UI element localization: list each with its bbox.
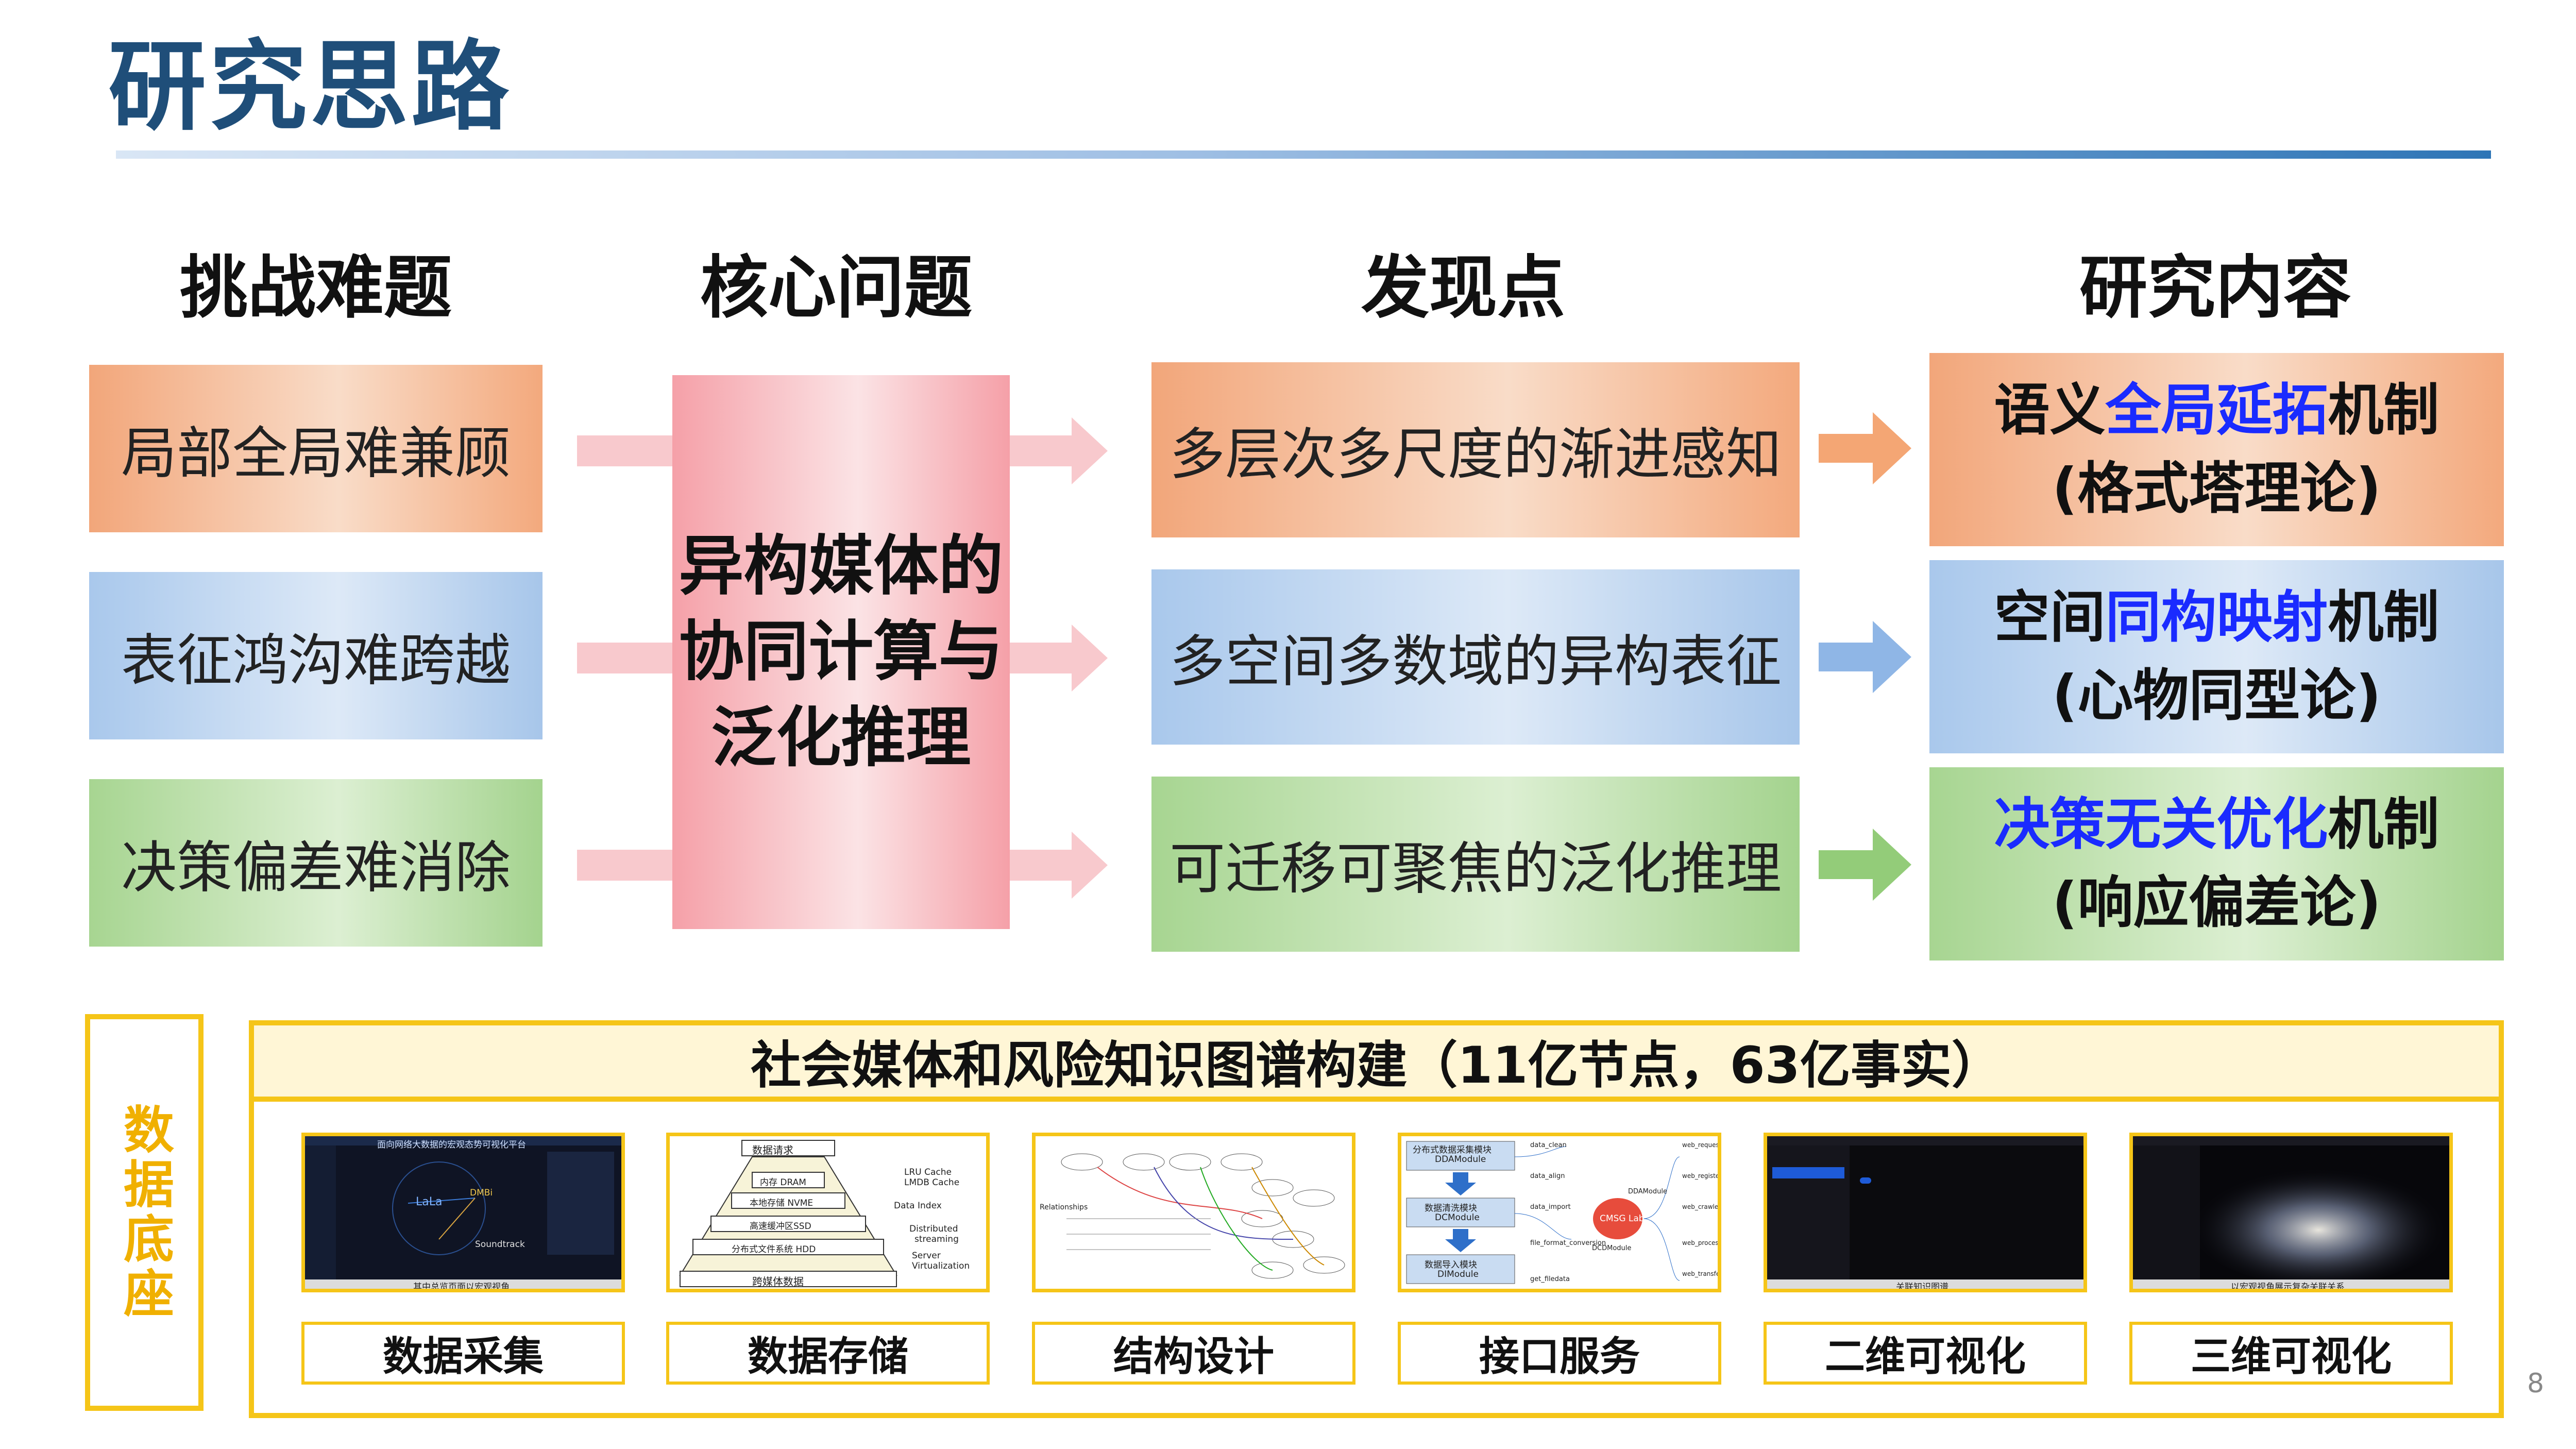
finding-box-1: 多层次多尺度的渐进感知 [1151, 362, 1800, 537]
core-line: 泛化推理 [711, 699, 971, 776]
research-main: 决策无关优化机制 [1994, 793, 2439, 857]
core-line: 协同计算与 [679, 614, 1004, 690]
caption-interface-service: 接口服务 [1398, 1322, 1721, 1385]
research-box-3: 决策无关优化机制 (响应偏差论) [1929, 767, 2504, 961]
thumb-label: Relationships [1040, 1203, 1088, 1211]
thumb-top: 数据请求 [752, 1144, 793, 1156]
thumb-layer: 高速缓冲区SSD [750, 1221, 811, 1232]
thumb-bottom: 跨媒体数据 [752, 1275, 804, 1288]
thumb-side: Distributed [909, 1224, 958, 1234]
research-theory: (格式塔理论) [2052, 456, 2381, 521]
thumb-layer: 本地存储 NVME [750, 1198, 814, 1208]
challenge-text: 决策偏差难消除 [121, 835, 511, 900]
thumb-io: data_clean [1530, 1141, 1567, 1149]
core-line: 异构媒体的 [679, 528, 1004, 604]
caption-data-collection: 数据采集 [301, 1322, 625, 1385]
thumb-io: DCDModule [1592, 1244, 1632, 1252]
thumb-module: 数据清洗模块 [1425, 1203, 1477, 1214]
thumb-node: DMBi [470, 1188, 493, 1198]
research-box-2: 空间同构映射机制 (心物同型论) [1929, 560, 2504, 753]
thumb-module: 分布式数据采集模块 [1413, 1145, 1492, 1155]
data-base-label: 数据底座 [115, 1103, 174, 1322]
heading-challenges: 挑战难题 [180, 248, 452, 328]
thumb-io: DDAModule [1628, 1188, 1667, 1195]
thumb-layer: 分布式文件系统 HDD [732, 1244, 816, 1255]
thumb-side: Virtualization [912, 1261, 970, 1271]
knowledge-graph-title: 社会媒体和风险知识图谱构建（11亿节点，63亿事实） [254, 1025, 2499, 1102]
research-box-1: 语义全局延拓机制 (格式塔理论) [1929, 353, 2504, 546]
challenge-box-3: 决策偏差难消除 [89, 779, 543, 947]
knowledge-graph-frame [249, 1020, 2504, 1418]
thumb-side: Server [912, 1251, 941, 1261]
thumb-io: get_filedata [1530, 1275, 1570, 1283]
thumbnail-data-collection: 面向网络大数据的宏观态势可视化平台 LaLa DMBi Soundtrack 其… [301, 1133, 625, 1292]
thumb-node: LaLa [416, 1195, 443, 1208]
caption-2d-visualization: 二维可视化 [1764, 1322, 2087, 1385]
thumb-layer: 内存 DRAM [760, 1177, 806, 1188]
arrow-right-icon [1819, 829, 1911, 901]
thumb-io: data_align [1530, 1172, 1565, 1180]
finding-text: 多空间多数域的异构表征 [1169, 630, 1782, 694]
caption-data-storage: 数据存储 [666, 1322, 990, 1385]
data-base-label-frame: 数据底座 [85, 1014, 204, 1411]
heading-core: 核心问题 [700, 248, 972, 328]
challenge-text: 局部全局难兼顾 [121, 421, 511, 486]
thumb-io: web_transfer [1682, 1270, 1721, 1277]
thumb-footer: 关联知识图谱 [1896, 1282, 1948, 1292]
thumbnail-2d-visualization: 关联知识图谱 [1764, 1133, 2087, 1292]
thumb-module: 数据导入模块 [1425, 1260, 1477, 1270]
arrow-right-icon [1819, 412, 1911, 484]
page-number: 8 [2527, 1368, 2545, 1399]
thumb-footer: 以宏观视角展示复杂关联关系 [2231, 1282, 2345, 1292]
finding-text: 可迁移可聚焦的泛化推理 [1169, 837, 1782, 901]
thumb-module: DCModule [1435, 1212, 1480, 1223]
challenge-box-1: 局部全局难兼顾 [89, 365, 543, 532]
thumb-header: 面向网络大数据的宏观态势可视化平台 [377, 1140, 526, 1150]
thumb-module: DDAModule [1435, 1154, 1486, 1165]
thumb-io: web_register [1682, 1172, 1721, 1180]
thumbnail-3d-visualization: 以宏观视角展示复杂关联关系 [2129, 1133, 2453, 1292]
finding-box-3: 可迁移可聚焦的泛化推理 [1151, 777, 1800, 952]
thumb-footer: 其中总览页面以宏观视角 [413, 1282, 510, 1292]
thumbnail-structure-design: Relationships [1032, 1133, 1355, 1292]
finding-text: 多层次多尺度的渐进感知 [1169, 423, 1782, 487]
caption-structure-design: 结构设计 [1032, 1322, 1355, 1385]
thumb-module: DIModule [1437, 1269, 1479, 1279]
thumb-side: LRU Cache [904, 1167, 952, 1177]
thumb-side: LMDB Cache [904, 1177, 960, 1188]
thumb-node: Soundtrack [475, 1239, 525, 1250]
thumb-io: file_format_conversion [1530, 1239, 1606, 1247]
research-main: 空间同构映射机制 [1994, 585, 2439, 650]
caption-3d-visualization: 三维可视化 [2129, 1322, 2453, 1385]
thumb-io: web_crawler [1682, 1203, 1721, 1210]
thumb-center: CMSG Lab [1600, 1214, 1645, 1224]
research-theory: (响应偏差论) [2052, 870, 2381, 935]
title-underline [116, 150, 2491, 159]
thumb-side: Data Index [894, 1201, 942, 1211]
research-theory: (心物同型论) [2052, 663, 2381, 728]
heading-research: 研究内容 [2079, 248, 2351, 328]
thumb-io: web_request [1682, 1141, 1721, 1149]
thumb-io: data_import [1530, 1203, 1571, 1211]
thumb-side: streaming [914, 1234, 959, 1244]
thumb-io: web_process [1682, 1239, 1721, 1246]
page-title: 研究思路 [108, 30, 513, 144]
core-problem-box: 异构媒体的 协同计算与 泛化推理 [672, 375, 1010, 929]
heading-findings: 发现点 [1361, 248, 1565, 328]
challenge-text: 表征鸿沟难跨越 [121, 628, 511, 693]
challenge-box-2: 表征鸿沟难跨越 [89, 572, 543, 739]
research-main: 语义全局延拓机制 [1994, 378, 2439, 443]
finding-box-2: 多空间多数域的异构表征 [1151, 569, 1800, 745]
arrow-right-icon [1819, 621, 1911, 693]
thumbnail-data-storage: 数据请求 内存 DRAM 本地存储 NVME 高速缓冲区SSD 分布式文件系统 … [666, 1133, 990, 1292]
thumbnail-interface-service: 分布式数据采集模块 DDAModule 数据清洗模块 DCModule 数据导入… [1398, 1133, 1721, 1292]
